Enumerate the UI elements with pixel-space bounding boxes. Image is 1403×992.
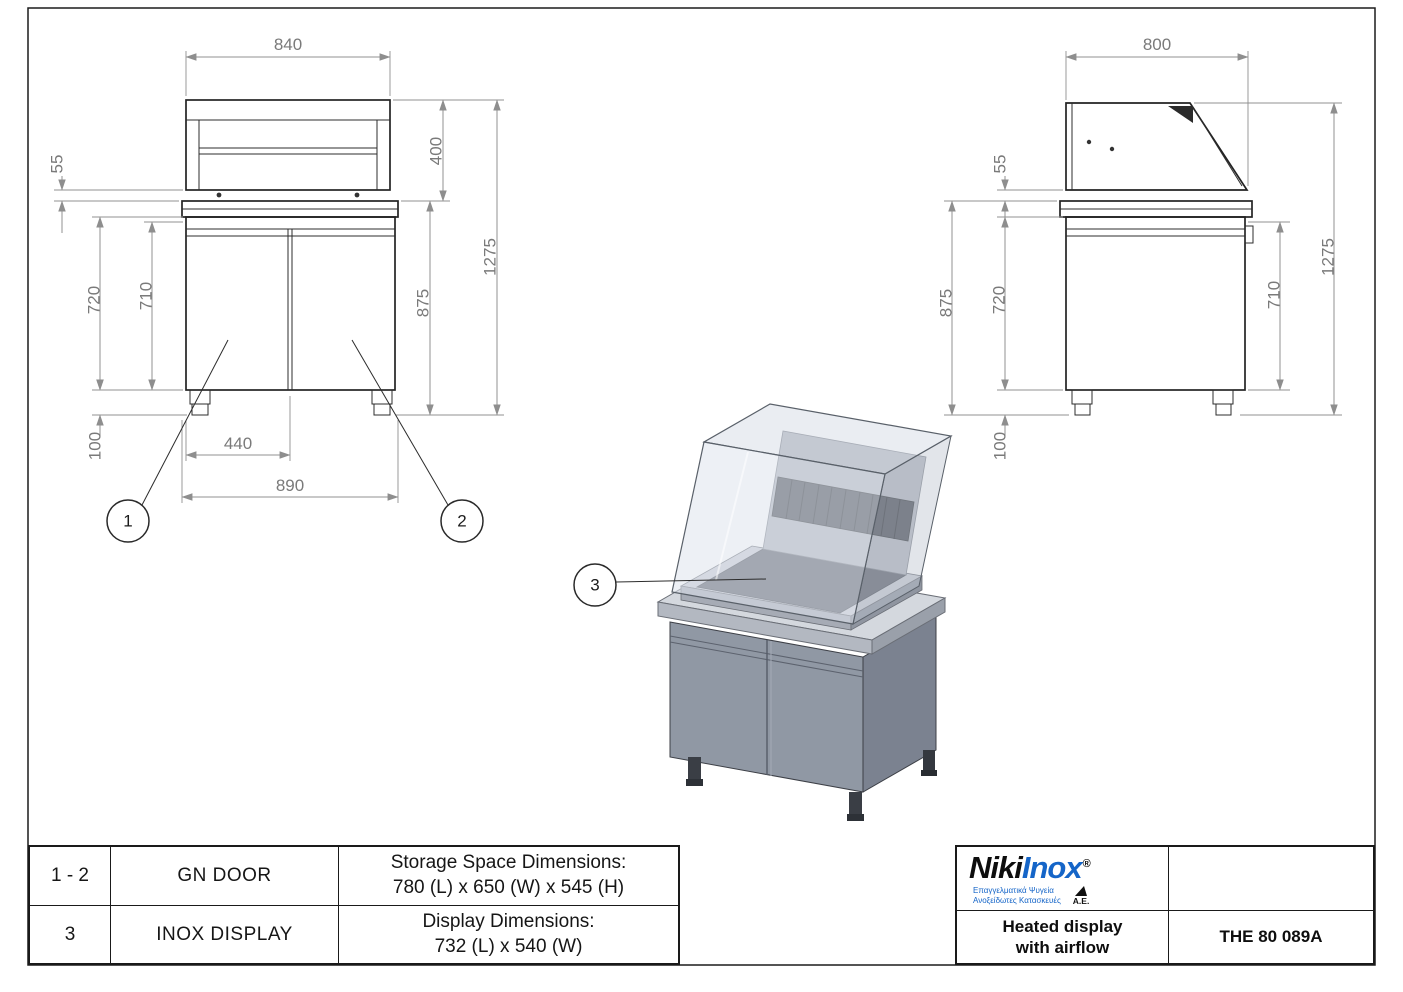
dim-label-55-side: 55: [991, 155, 1010, 174]
side-view-geometry: [1059, 102, 1254, 416]
dim-label-1275-side: 1275: [1319, 238, 1338, 276]
iso-counter-side: [871, 597, 946, 655]
part-row-2-spec-title: Display Dimensions:: [422, 910, 595, 932]
part-row-2-spec: Display Dimensions: 732 (L) x 540 (W): [338, 906, 678, 963]
screw-icon: [1109, 146, 1115, 152]
title-block: NikiInox® Επαγγελματικά Ψυγεία Ανοξείδωτ…: [955, 845, 1375, 965]
model-code: THE 80 089A: [1168, 910, 1373, 963]
iso-leg: [923, 750, 935, 772]
brand-logo: NikiInox® Επαγγελματικά Ψυγεία Ανοξείδωτ…: [957, 847, 1168, 910]
product-title: Heated display with airflow: [957, 910, 1168, 963]
product-title-line2: with airflow: [1015, 938, 1110, 957]
part-row-1-spec: Storage Space Dimensions: 780 (L) x 650 …: [338, 847, 678, 905]
callout-2: 2: [351, 339, 484, 543]
dim-label-100: 100: [86, 432, 105, 460]
dim-label-720-side: 720: [990, 286, 1009, 314]
brand-name-blue: Inox: [1021, 850, 1083, 885]
iso-glass-front: [671, 441, 886, 625]
iso-leg: [688, 757, 701, 781]
dim-label-100-side: 100: [991, 432, 1010, 460]
brand-triangle-icon: [1075, 886, 1088, 896]
brand-tagline-2: Ανοξείδωτες Κατασκευές: [973, 896, 1061, 905]
brand-name-black: Niki: [969, 850, 1023, 885]
part-row-2-name: INOX DISPLAY: [110, 906, 338, 963]
dim-label-720: 720: [85, 286, 104, 314]
dim-label-400: 400: [427, 137, 446, 165]
leg: [1071, 389, 1093, 405]
callout-1: 1: [106, 339, 229, 543]
part-row-1-spec-value: 780 (L) x 650 (W) x 545 (H): [392, 877, 625, 898]
dim-label-875: 875: [414, 289, 433, 317]
front-view-dimensions: 840 400 875 1275 55 720 710 100 440 890: [48, 35, 504, 503]
registered-mark: ®: [1082, 857, 1091, 870]
callout-3-label: 3: [590, 576, 599, 595]
dim-label-1275: 1275: [481, 238, 500, 276]
part-row-1-spec-title: Storage Space Dimensions:: [390, 852, 627, 874]
screw-icon: [354, 192, 360, 198]
screw-icon: [1086, 139, 1092, 145]
dim-label-800: 800: [1143, 35, 1171, 54]
side-view: 800 55 875 720 100 710 1275: [937, 35, 1342, 460]
front-view: 840 400 875 1275 55 720 710 100 440 890: [48, 35, 504, 543]
dim-label-440: 440: [224, 434, 252, 453]
dim-label-890: 890: [276, 476, 304, 495]
sheet-border: [27, 7, 1376, 966]
leg: [1212, 389, 1234, 405]
callout-1-label: 1: [123, 512, 132, 531]
cabinet-body: [185, 216, 396, 391]
parts-table: 1 - 2 GN DOOR Storage Space Dimensions: …: [28, 845, 680, 965]
bracket: [1168, 106, 1193, 123]
part-row-1-name: GN DOOR: [110, 847, 338, 905]
brand-tagline-1: Επαγγελματικά Ψυγεία: [973, 886, 1054, 895]
dim-label-875-side: 875: [937, 289, 956, 317]
part-row-1-id: 1 - 2: [50, 865, 90, 886]
part-row-2-spec-value: 732 (L) x 540 (W): [434, 935, 583, 957]
iso-view: 3: [573, 403, 953, 821]
brand-suffix: A.E.: [1072, 896, 1090, 906]
screw-icon: [216, 192, 222, 198]
title-block-empty-cell: [1168, 847, 1373, 910]
callout-3: 3: [573, 563, 767, 607]
dim-label-55: 55: [48, 155, 67, 174]
table-row: 3 INOX DISPLAY Display Dimensions: 732 (…: [30, 905, 678, 963]
dim-label-840: 840: [274, 35, 302, 54]
table-row: 1 - 2 GN DOOR Storage Space Dimensions: …: [30, 847, 678, 905]
dim-label-710-side: 710: [1265, 281, 1284, 309]
callout-2-label: 2: [457, 512, 466, 531]
brand-taglines: Επαγγελματικά Ψυγεία Ανοξείδωτες Κατασκε…: [973, 886, 1061, 906]
iso-leg: [849, 792, 862, 816]
dim-label-710: 710: [137, 282, 156, 310]
brand-mark: A.E.: [1072, 886, 1090, 906]
leg: [189, 389, 211, 405]
side-view-dimensions: 800 55 875 720 100 710 1275: [937, 35, 1342, 460]
part-row-2-id: 3: [64, 923, 76, 945]
product-title-line1: Heated display: [1002, 916, 1123, 936]
front-view-geometry: [181, 99, 399, 416]
cabinet-side: [1065, 216, 1246, 391]
brand-name: NikiInox®: [969, 852, 1160, 883]
